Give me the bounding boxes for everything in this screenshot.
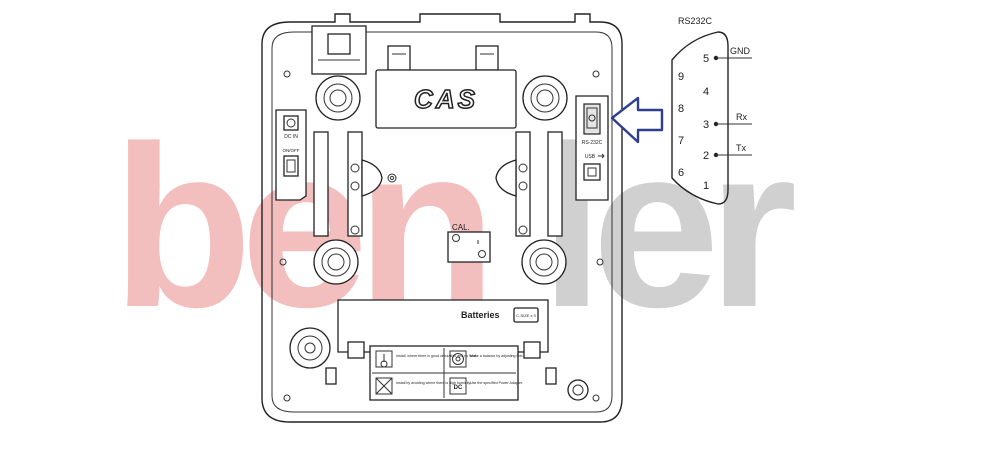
rs232c-port <box>583 103 601 135</box>
brand-logo: CAS <box>414 84 478 114</box>
cal-label: CAL. <box>452 223 470 232</box>
pin-5-number: 5 <box>703 53 709 65</box>
logo-recess <box>375 69 517 129</box>
batteries-label: Batteries <box>461 310 500 320</box>
connector-title: RS232C <box>678 16 713 26</box>
foot-top-left <box>315 75 361 121</box>
scale-bottom-view: CAS <box>261 13 623 423</box>
left-panel-outline <box>275 109 307 201</box>
scale-body-outline <box>261 13 623 423</box>
vent-bottom-left <box>325 367 337 385</box>
screw-top-left <box>283 70 291 78</box>
dc-in-jack <box>283 115 299 131</box>
battery-cover <box>337 299 549 353</box>
dc-adapter-icon: DC <box>449 377 467 395</box>
usb-icon <box>598 153 605 159</box>
pin-2-number: 2 <box>703 150 709 162</box>
pin-5-lead <box>713 55 752 61</box>
rail-right <box>495 131 563 237</box>
screw-top-right <box>592 70 600 78</box>
rs232c-port-label: RS-232C <box>582 140 603 146</box>
battery-spec-label: C-SIZE x 3 <box>516 313 536 318</box>
battery-spec-box <box>513 307 539 323</box>
notice-2-text: Make a balance by adjusting feet. <box>470 354 524 358</box>
pin-8-number: 8 <box>678 103 684 115</box>
battery-latch-right <box>523 341 541 359</box>
spirit-level <box>289 327 331 369</box>
notice-3-text: Install by avoiding where there is high … <box>396 381 471 385</box>
clip-top-left <box>387 45 411 71</box>
pin-4-number: 4 <box>703 86 709 98</box>
pin-2-lead <box>713 152 752 158</box>
pin-3-signal: Rx <box>736 112 747 122</box>
calibration-area: CAL. <box>447 223 491 263</box>
usb-label: USB <box>585 154 596 160</box>
screw-bottom-right <box>592 394 600 402</box>
callout-arrow-icon <box>610 96 664 144</box>
usb-port <box>583 163 601 181</box>
pin-3-number: 3 <box>703 119 709 131</box>
scale-body-inner <box>271 31 613 413</box>
foot-bottom-left <box>313 239 359 285</box>
pin-3-lead <box>713 121 752 127</box>
pin-7-number: 7 <box>678 135 684 147</box>
pin-5-signal: GND <box>730 46 751 56</box>
right-connector-panel: RS-232C USB <box>575 95 609 201</box>
clip-top-right <box>475 45 499 71</box>
foot-bottom-right <box>521 239 567 285</box>
thermometer-icon <box>375 350 393 368</box>
screw-center-left <box>387 173 397 183</box>
battery-latch-left <box>347 341 365 359</box>
notice-panel: Install, where there is good circulation… <box>369 345 524 401</box>
pin-9-number: 9 <box>678 71 684 83</box>
no-humidity-icon <box>375 377 393 395</box>
power-switch <box>283 155 299 177</box>
svg-text:DC: DC <box>454 385 463 391</box>
left-connector-panel: DC IN ON/OFF <box>275 109 307 201</box>
pin-2-signal: Tx <box>736 143 746 153</box>
notice-4-text: Use the specified Power Adapter. <box>470 381 523 385</box>
dc-in-label: DC IN <box>284 134 298 140</box>
level-icon <box>449 350 467 368</box>
screw-mid-left <box>279 258 287 266</box>
rs232c-pinout: RS232C 5 4 3 2 1 9 8 7 6 GND Rx Tx <box>671 16 752 205</box>
bottom-right-knob <box>567 379 589 401</box>
foot-top-right <box>522 75 568 121</box>
battery-compartment: Batteries C-SIZE x 3 <box>337 299 549 359</box>
pin-1-number: 1 <box>703 180 709 192</box>
db9-connector-outline <box>671 31 729 205</box>
vent-bottom-right <box>545 367 557 385</box>
pin-6-number: 6 <box>678 167 684 179</box>
screw-mid-right <box>596 258 604 266</box>
screw-bottom-left <box>283 394 291 402</box>
notice-1-text: Install, where there is good circulation… <box>396 354 477 358</box>
top-tab-window <box>327 33 351 55</box>
rail-left <box>313 131 383 237</box>
on-off-label: ON/OFF <box>283 148 300 153</box>
